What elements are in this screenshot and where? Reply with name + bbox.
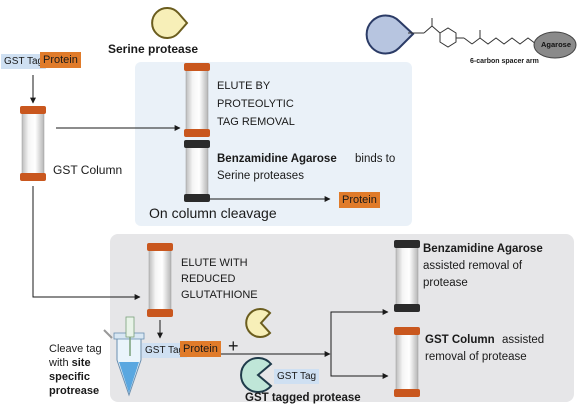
- removal-of-protease-label: removal of protease: [425, 351, 527, 363]
- benzamidine-agarose-right: Benzamidine Agarose: [423, 243, 543, 255]
- on-column-cleavage-label: On column cleavage: [149, 205, 277, 221]
- serine-protease-small-icon: [245, 308, 272, 338]
- column-benzamidine-right: [394, 240, 420, 312]
- cleave-line4: protrease: [49, 385, 100, 397]
- elution-panel: [110, 234, 574, 402]
- serine-protease-label: Serine protease: [108, 42, 199, 56]
- gst-tag-top: GST Tag: [1, 54, 47, 69]
- serine-protease-pacman-icon: [151, 7, 189, 39]
- cleave-line1: Cleave tag: [49, 343, 102, 355]
- spacer-arm-label: 6-carbon spacer arm: [470, 58, 539, 65]
- cleave-line2: with site: [49, 357, 91, 371]
- elute-bottom-line3: GLUTATHIONE: [181, 289, 258, 301]
- column-glutathione: [147, 243, 173, 317]
- cleave-line2-bold: site: [71, 357, 91, 369]
- gst-tag-protease: GST Tag: [274, 369, 320, 384]
- benzamidine-agarose-top: Benzamidine Agarose: [217, 153, 337, 165]
- elute-bottom-line2: REDUCED: [181, 273, 236, 285]
- pipette-icon: [103, 316, 135, 356]
- assisted-removal-right: assisted removal of: [423, 260, 523, 272]
- binds-to-label: binds to: [355, 153, 396, 165]
- column-gst-right: [394, 327, 420, 397]
- gst-tagged-protease-label: GST tagged protease: [245, 392, 361, 404]
- gst-column-left: [20, 106, 46, 181]
- gst-column-label: GST Column: [53, 163, 123, 177]
- serine-proteases-label: Serine proteases: [217, 170, 304, 182]
- protease-right: protease: [423, 277, 468, 289]
- elute-top-line2: PROTEOLYTIC: [217, 98, 294, 110]
- elute-bottom-line1: ELUTE WITH: [181, 257, 248, 269]
- agarose-label: Agarose: [541, 40, 572, 49]
- gst-protease-pacman-icon: [240, 357, 273, 393]
- protein-tag-bottom: Protein: [180, 341, 221, 357]
- gst-column-right-label: GST Column: [425, 334, 495, 346]
- protein-tag-top: Protein: [40, 52, 81, 68]
- protein-tag-cleaved: Protein: [339, 192, 380, 208]
- elute-top-line1: ELUTE BY: [217, 80, 271, 92]
- column-elute-top: [184, 63, 210, 137]
- column-benzamidine-top: [184, 140, 210, 202]
- arrows: [30, 75, 389, 379]
- cleave-line2-prefix: with: [49, 357, 69, 369]
- benzamidine-structure-icon: [365, 14, 577, 59]
- plus-sign: +: [228, 336, 239, 356]
- cleave-line3: specific: [49, 371, 90, 383]
- elute-top-line3: TAG REMOVAL: [217, 116, 295, 128]
- assisted-label: assisted: [502, 334, 545, 346]
- gst-tag-bottom: GST Tag: [142, 343, 188, 358]
